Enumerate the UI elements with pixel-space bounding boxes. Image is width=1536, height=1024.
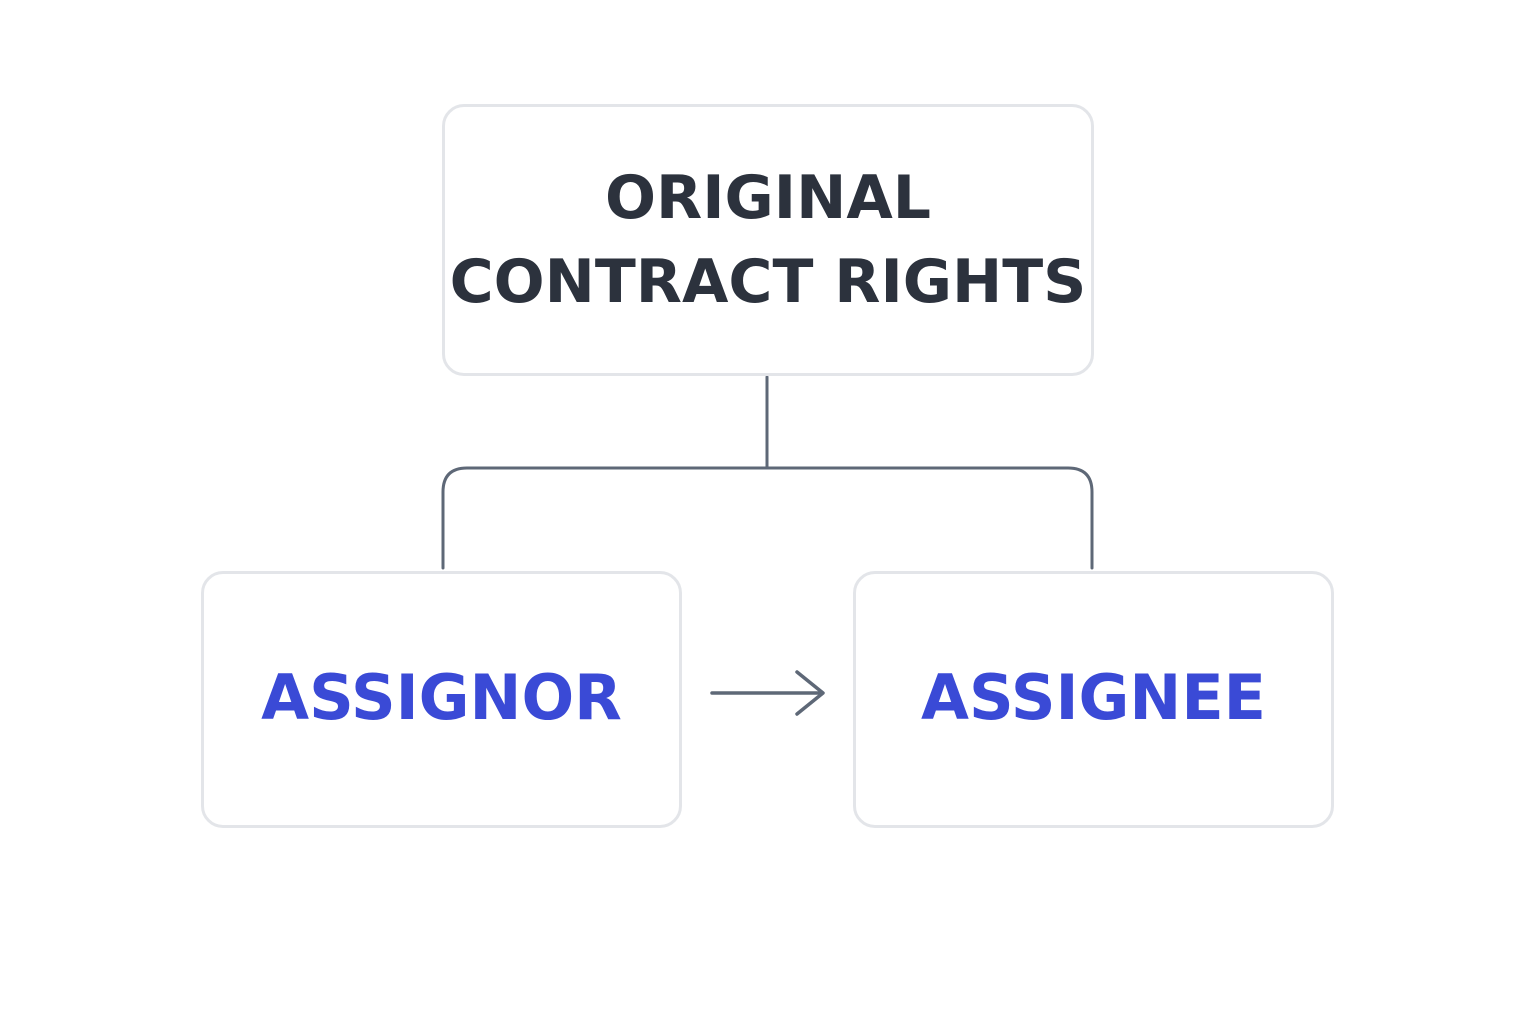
root-label-line-1: ORIGINAL [605,163,931,233]
assignee-label: ASSIGNEE [920,661,1267,734]
original-contract-rights-box: ORIGINAL CONTRACT RIGHTS [442,104,1094,376]
arrow-right-icon [710,670,825,716]
assignor-box: ASSIGNOR [201,571,682,828]
assignor-label: ASSIGNOR [261,661,622,734]
branch-connector [441,466,1094,570]
root-label-line-2: CONTRACT RIGHTS [449,247,1087,317]
assignee-box: ASSIGNEE [853,571,1334,828]
